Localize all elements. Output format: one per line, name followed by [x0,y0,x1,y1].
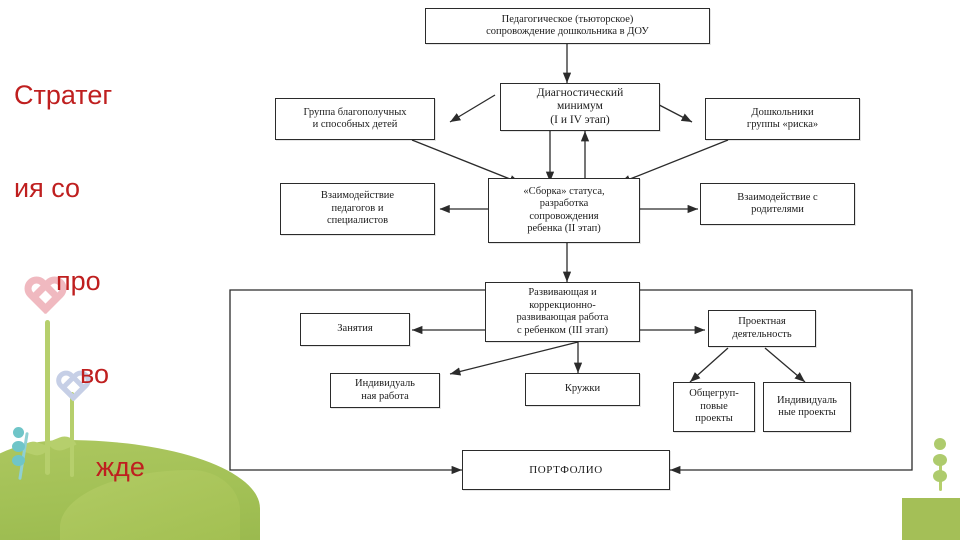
node-diagnostic-minimum[interactable]: Диагностический минимум (I и IV этап) [500,83,660,131]
node-root[interactable]: Педагогическое (тьюторское) сопровождени… [425,8,710,44]
node-status-assembly[interactable]: «Сборка» статуса, разработка сопровожден… [488,178,640,243]
flowchart-edges [229,44,913,475]
node-portfolio-label: ПОРТФОЛИО [529,463,603,476]
node-project-activity[interactable]: Проектная деятельность [708,310,816,347]
flower-stem-small [70,392,74,477]
node-group-projects-label: Общегруп- повые проекты [689,388,739,425]
slide-title: Стратег ия со про во жде ния [8,18,193,540]
node-risk-group-label: Дошкольники группы «риска» [746,106,819,131]
title-line-1: Стратег [14,80,113,110]
node-individual-projects-label: Индивидуаль ные проекты [777,394,837,419]
node-lessons-label: Занятия [337,323,373,335]
title-line-5: жде [96,452,145,482]
node-parent-interaction[interactable]: Взаимодействие с родителями [700,183,855,225]
bud-icon-3 [12,455,25,466]
grass-patch-right [902,498,960,540]
node-diagnostic-minimum-label: Диагностический минимум (I и IV этап) [536,86,624,126]
node-status-assembly-label: «Сборка» статуса, разработка сопровожден… [523,185,605,235]
right-bud-icon-3 [933,470,947,482]
node-teacher-interaction[interactable]: Взаимодействие педагогов и специалистов [280,183,435,235]
node-circles[interactable]: Кружки [525,373,640,406]
node-individual-work-label: Индивидуаль ная работа [355,378,415,402]
node-individual-work[interactable]: Индивидуаль ная работа [330,373,440,408]
node-risk-group[interactable]: Дошкольники группы «риска» [705,98,860,140]
bud-icon-2 [12,441,25,452]
flowchart: Педагогическое (тьюторское) сопровождени… [200,0,960,520]
node-portfolio[interactable]: ПОРТФОЛИО [462,450,670,490]
node-teacher-interaction-label: Взаимодействие педагогов и специалистов [320,190,395,227]
node-project-activity-label: Проектная деятельность [732,316,792,340]
node-lessons[interactable]: Занятия [300,313,410,346]
flower-stem-large [45,320,50,475]
node-individual-projects[interactable]: Индивидуаль ные проекты [763,382,851,432]
right-bud-icon-2 [933,454,947,466]
node-developmental-work-label: Развивающая и коррекционно- развивающая … [516,287,609,336]
node-circles-label: Кружки [564,383,601,395]
bud-icon-1 [13,427,24,438]
node-root-label: Педагогическое (тьюторское) сопровождени… [486,13,649,38]
right-bud-icon-1 [934,438,946,450]
title-line-4: во [80,359,110,389]
node-group-projects[interactable]: Общегруп- повые проекты [673,382,755,432]
node-developmental-work[interactable]: Развивающая и коррекционно- развивающая … [485,282,640,342]
title-line-2: ия со [14,173,81,203]
node-parent-interaction-label: Взаимодействие с родителями [737,191,818,216]
title-line-3: про [56,266,101,296]
node-good-group[interactable]: Группа благополучных и способных детей [275,98,435,140]
node-good-group-label: Группа благополучных и способных детей [303,106,407,131]
